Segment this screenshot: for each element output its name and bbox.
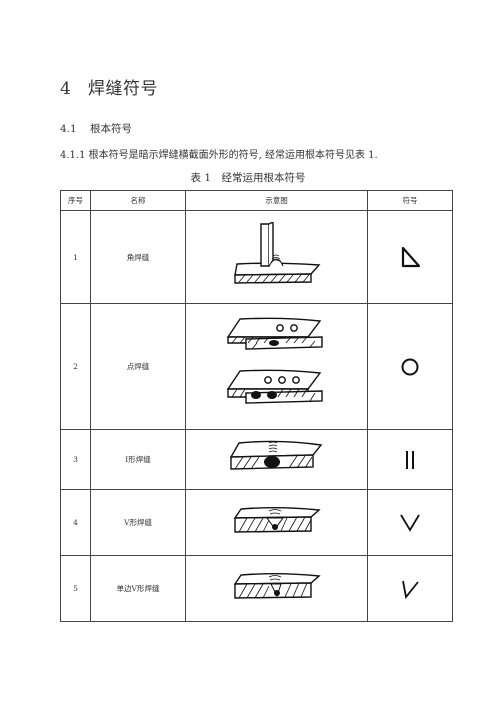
row-name: 单边V形焊缝 bbox=[90, 555, 186, 622]
subsection-heading: 4.1 根本符号 bbox=[60, 121, 132, 136]
section-title: 焊缝符号 bbox=[88, 79, 158, 99]
section-number: 4 bbox=[60, 79, 72, 99]
header-name: 名称 bbox=[90, 190, 186, 211]
v-groove-symbol-icon bbox=[367, 489, 453, 556]
table-caption: 表 1 经常运用根本符号 bbox=[190, 172, 306, 184]
row-number: 4 bbox=[60, 489, 91, 556]
header-figure: 示意图 bbox=[185, 190, 368, 211]
intro-paragraph: 4.1.1 根本符号是暗示焊缝横截面外形的符号, 经常运用根本符号见表 1. bbox=[60, 150, 378, 161]
fillet-weld-figure-icon bbox=[185, 210, 368, 304]
bevel-groove-symbol-icon bbox=[367, 555, 453, 622]
section-heading: 4 焊缝符号 bbox=[60, 74, 158, 99]
row-name: Ⅰ形焊缝 bbox=[90, 429, 186, 490]
header-no: 序号 bbox=[60, 190, 91, 211]
header-symbol: 符号 bbox=[367, 190, 453, 211]
row-number: 5 bbox=[60, 555, 91, 622]
bevel-groove-weld-figure-icon bbox=[185, 555, 368, 622]
row-number: 3 bbox=[60, 429, 91, 490]
i-groove-weld-figure-icon bbox=[185, 429, 368, 490]
v-groove-weld-figure-icon bbox=[185, 489, 368, 556]
i-groove-parallel-lines-symbol-icon bbox=[367, 429, 453, 490]
fillet-triangle-symbol-icon bbox=[367, 210, 453, 304]
basic-symbols-table: 序号 名称 示意图 符号 1 角焊缝 bbox=[60, 190, 453, 622]
spot-weld-figure-icon bbox=[185, 303, 368, 430]
table-row: 1 角焊缝 bbox=[60, 210, 453, 304]
row-name: 角焊缝 bbox=[90, 210, 186, 304]
row-name: 点焊缝 bbox=[90, 303, 186, 430]
subsection-number: 4.1 bbox=[60, 123, 77, 135]
row-number: 1 bbox=[60, 210, 91, 304]
table-header-row: 序号 名称 示意图 符号 bbox=[60, 190, 453, 211]
table-row: 5 单边V形焊缝 bbox=[60, 555, 453, 622]
table-row: 3 Ⅰ形焊缝 bbox=[60, 429, 453, 490]
row-name: V形焊缝 bbox=[90, 489, 186, 556]
subsection-title: 根本符号 bbox=[90, 123, 132, 135]
table-row: 2 点焊缝 bbox=[60, 303, 453, 430]
table-row: 4 V形焊缝 bbox=[60, 489, 453, 556]
spot-circle-symbol-icon bbox=[367, 303, 453, 430]
row-number: 2 bbox=[60, 303, 91, 430]
